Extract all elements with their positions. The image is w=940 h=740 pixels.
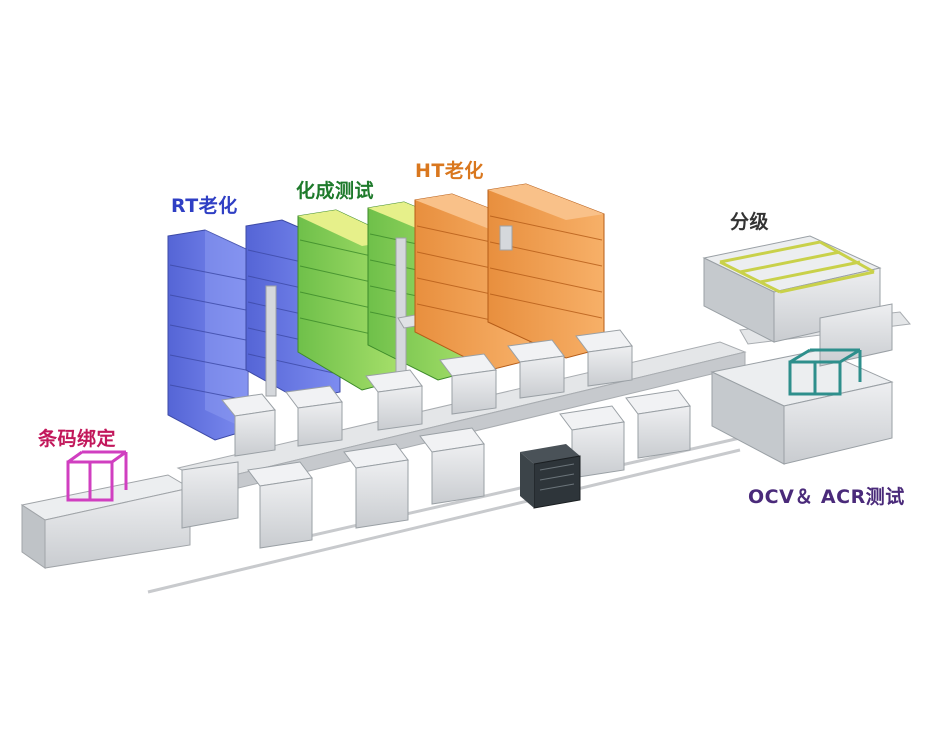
- barcode-station: [20, 450, 192, 569]
- ht-aging-label: HT老化: [415, 160, 484, 182]
- test-cabinet: [520, 444, 581, 509]
- grading-label: 分级: [730, 211, 770, 233]
- formation-test-label: 化成测试: [296, 180, 375, 202]
- conveyor-modules: [181, 329, 691, 549]
- floor-rails: [147, 436, 741, 594]
- rt-aging-label: RT老化: [171, 195, 238, 217]
- ht-aging-racks: [414, 183, 605, 371]
- ocv-acr-test-label: OCV＆ ACR测试: [748, 486, 905, 508]
- barcode-binding-label: 条码绑定: [38, 428, 117, 450]
- ocv-acr-station: [710, 303, 894, 465]
